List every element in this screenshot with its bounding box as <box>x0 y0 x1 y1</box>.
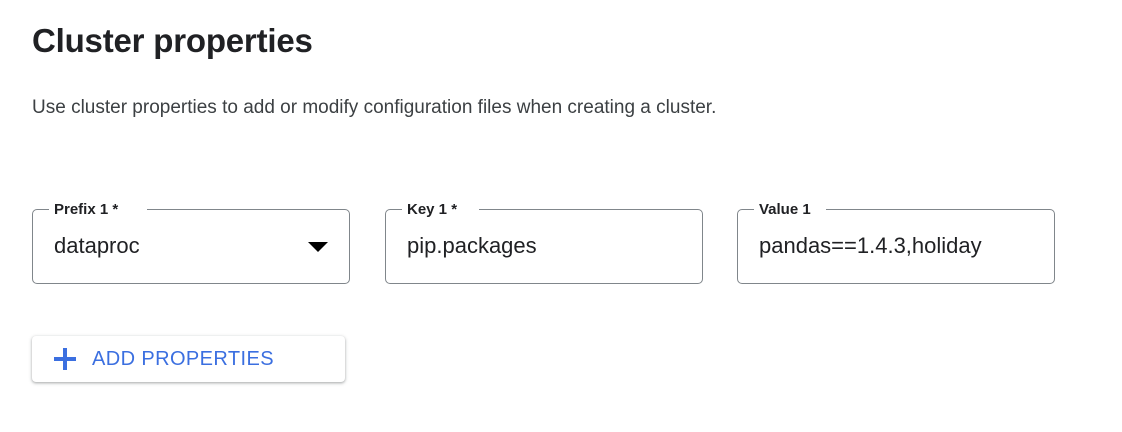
page-description: Use cluster properties to add or modify … <box>32 97 717 118</box>
field-value-key-1[interactable]: pip.packages <box>407 233 537 258</box>
plus-icon <box>54 348 76 370</box>
field-label-notch <box>402 208 479 211</box>
field-label-value-1: Value 1 <box>759 201 811 218</box>
field-key-1[interactable]: Key 1 * pip.packages <box>385 200 703 284</box>
field-label-prefix-1: Prefix 1 * <box>54 201 119 218</box>
properties-row: Prefix 1 * dataproc Key 1 * pip.packages… <box>32 200 1092 290</box>
field-value-1[interactable]: Value 1 pandas==1.4.3,holiday <box>737 200 1055 284</box>
field-label-notch <box>754 208 826 211</box>
add-properties-button[interactable]: ADD PROPERTIES <box>32 336 345 382</box>
field-value-value-1[interactable]: pandas==1.4.3,holiday <box>759 233 982 258</box>
field-value-prefix-1[interactable]: dataproc <box>54 233 140 258</box>
field-label-notch <box>49 208 147 211</box>
page-title: Cluster properties <box>32 22 313 59</box>
chevron-down-icon[interactable] <box>308 242 328 252</box>
add-properties-label: ADD PROPERTIES <box>92 348 274 370</box>
field-label-key-1: Key 1 * <box>407 201 458 218</box>
field-prefix-1[interactable]: Prefix 1 * dataproc <box>32 200 350 284</box>
